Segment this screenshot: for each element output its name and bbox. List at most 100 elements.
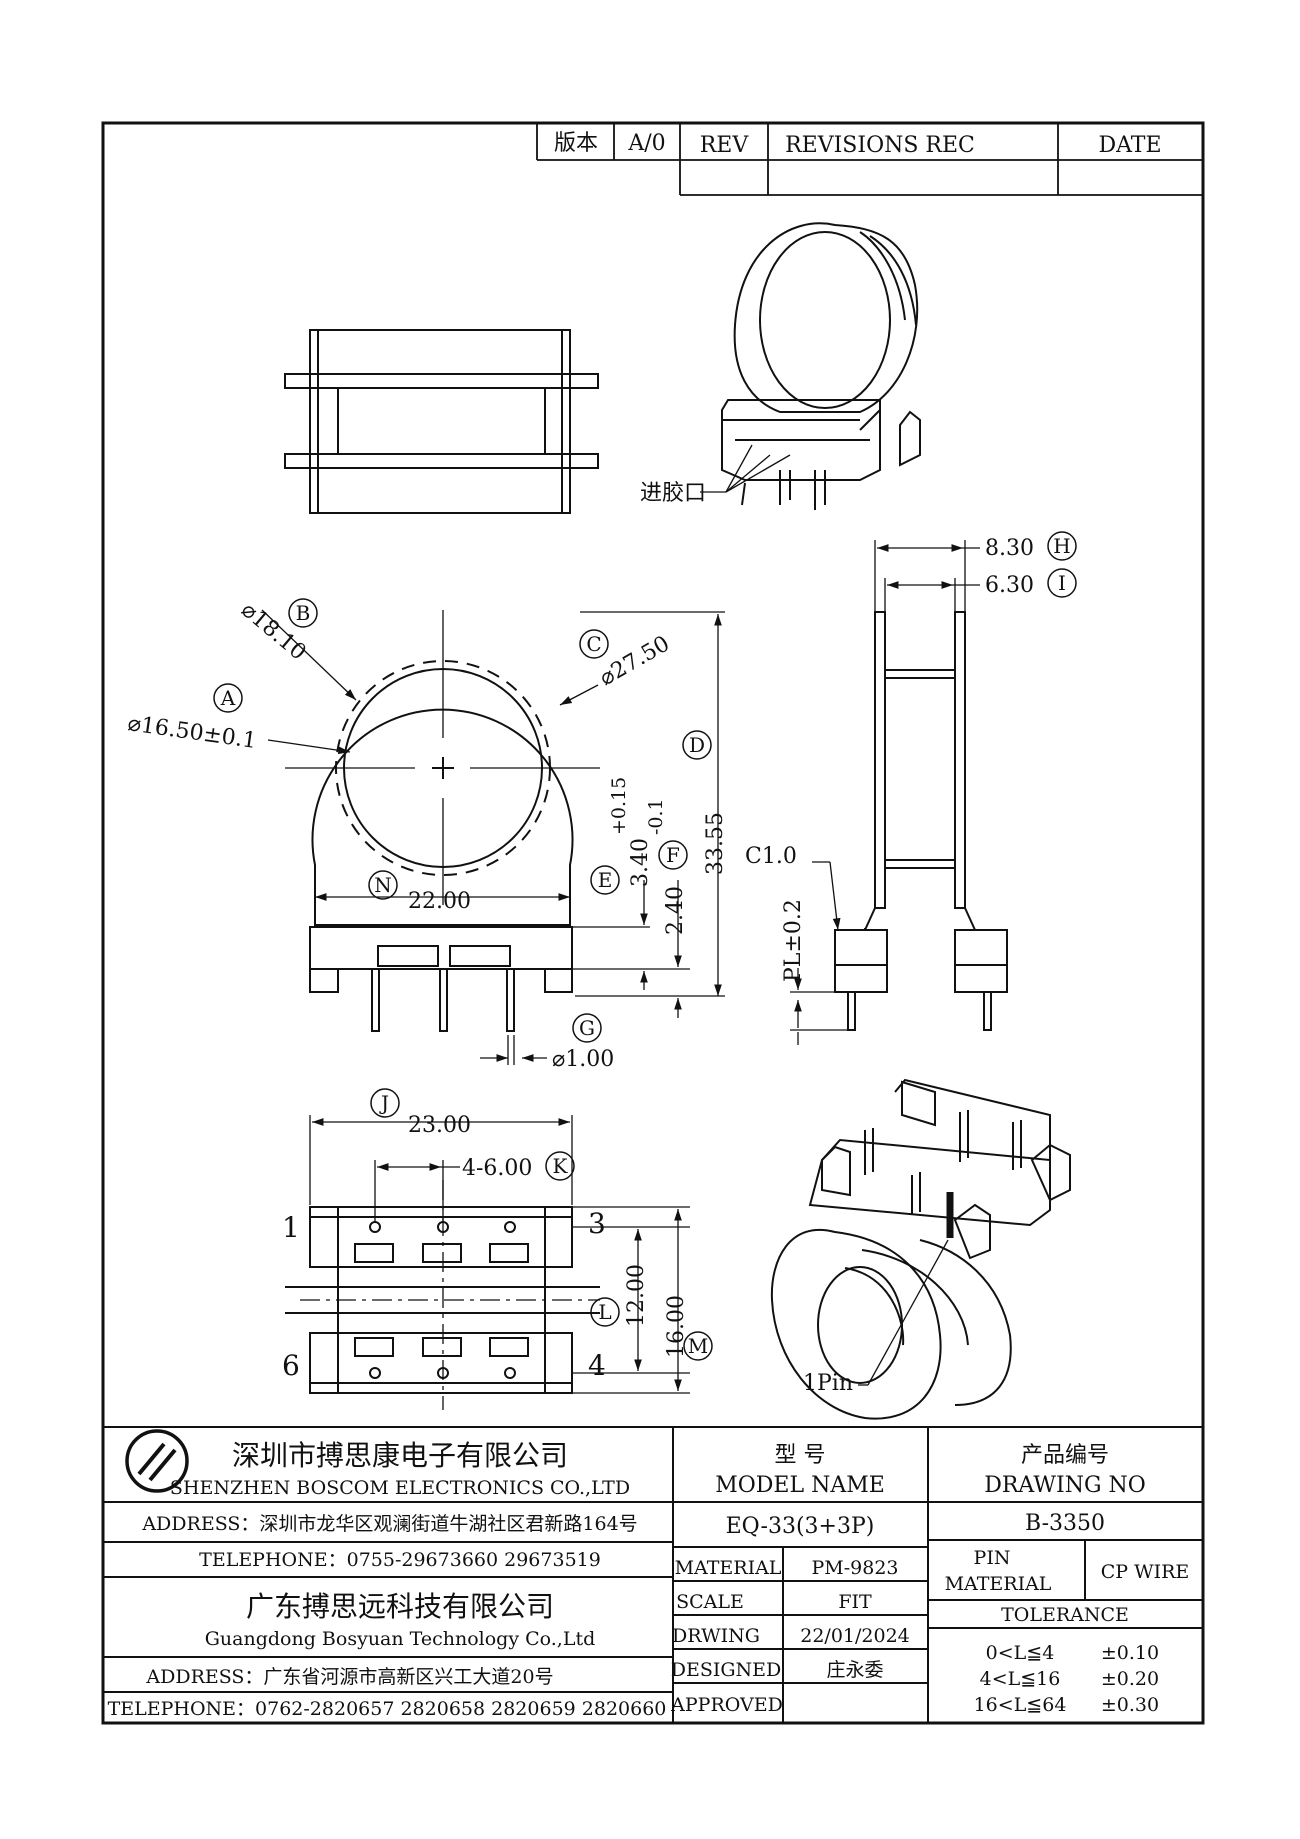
svg-text:A: A (220, 686, 236, 710)
company1-name-cn: 深圳市搏思康电子有限公司 (232, 1439, 568, 1472)
marker-i: I (1047, 568, 1077, 598)
tolerance-title: TOLERANCE (1001, 1604, 1129, 1626)
marker-f: F (658, 840, 688, 870)
spec-label-designed: DESIGNED (671, 1659, 782, 1681)
dim-h: 8.30 (985, 536, 1034, 561)
dim-j: 23.00 (408, 1113, 471, 1138)
company-logo (125, 1429, 189, 1493)
bottom-dimensions (300, 1115, 690, 1410)
dim-c1: C1.0 (745, 844, 797, 869)
marker-m: M (683, 1331, 713, 1361)
svg-text:B: B (296, 601, 311, 625)
revisions-label: REVISIONS REC (785, 133, 975, 158)
marker-j: J (370, 1088, 400, 1118)
dim-e-tol-minus: -0.1 (645, 798, 667, 835)
date-label: DATE (1098, 133, 1161, 158)
tolerance-value-1: ±0.10 (1101, 1642, 1159, 1664)
rev-label: REV (700, 133, 750, 158)
dim-d: 33.55 (703, 812, 728, 875)
version-value: A/0 (627, 131, 665, 156)
tolerance-value-3: ±0.30 (1101, 1694, 1159, 1716)
marker-c: C (579, 629, 609, 659)
company1-name-en: SHENZHEN BOSCOM ELECTRONICS CO.,LTD (170, 1477, 630, 1499)
side-view (834, 611, 1008, 1031)
marker-d: D (682, 730, 712, 760)
pin-material-value: CP WIRE (1101, 1561, 1190, 1583)
dim-m: 16.00 (664, 1295, 689, 1358)
front-view (309, 660, 574, 1032)
svg-text:L: L (598, 1300, 611, 1324)
dim-n: 22.00 (408, 889, 471, 914)
marker-g: G (572, 1013, 602, 1043)
marker-k: K (545, 1151, 575, 1181)
front-dimensions (261, 609, 725, 1065)
pin1-label: 1Pin (803, 1371, 853, 1396)
svg-text:D: D (689, 733, 705, 757)
spec-label-material: MATERIAL (675, 1557, 782, 1579)
marker-e: E (590, 865, 620, 895)
dim-e: 3.40 (628, 838, 653, 887)
svg-text:M: M (688, 1334, 708, 1358)
tolerance-range-3: 16<L≦64 (974, 1694, 1067, 1716)
svg-text:H: H (1053, 534, 1070, 558)
marker-n: N (368, 870, 398, 900)
spec-value-designed: 庄永委 (826, 1659, 883, 1681)
spec-value-drwing: 22/01/2024 (800, 1625, 910, 1647)
marker-a: A (213, 683, 243, 713)
top-view (284, 329, 599, 514)
company1-telephone: TELEPHONE：0755-29673660 29673519 (199, 1549, 601, 1571)
model-label-en: MODEL NAME (715, 1473, 885, 1498)
title-block-lines (103, 1426, 1203, 1723)
dim-e-tol-plus: +0.15 (608, 777, 630, 835)
dim-g: ⌀1.00 (552, 1047, 614, 1072)
dim-k: 4-6.00 (462, 1156, 532, 1181)
gate-leader (700, 444, 791, 493)
drawing-no-value: B-3350 (1025, 1511, 1105, 1536)
company1-address: ADDRESS：深圳市龙华区观澜街道牛湖社区君新路164号 (141, 1513, 637, 1535)
tolerance-range-1: 0<L≦4 (986, 1642, 1055, 1664)
dim-f: 2.40 (663, 886, 688, 935)
svg-text:G: G (579, 1016, 595, 1040)
pin-number-4: 4 (588, 1349, 606, 1382)
marker-b: B (288, 598, 318, 628)
company2-name-en: Guangdong Bosyuan Technology Co.,Ltd (205, 1628, 596, 1650)
dim-phi-a: ⌀16.50±0.1 (126, 711, 258, 754)
spec-value-material: PM-9823 (811, 1557, 898, 1579)
sheet-border (101, 121, 1205, 1725)
model-value: EQ-33(3+3P) (726, 1514, 875, 1539)
svg-text:F: F (666, 843, 680, 867)
spec-label-drwing: DRWING (672, 1625, 760, 1647)
iso-view-bottom (770, 1078, 1071, 1420)
dim-pl: PL±0.2 (781, 899, 806, 982)
company2-telephone: TELEPHONE：0762-2820657 2820658 2820659 2… (108, 1698, 667, 1720)
circled-markers: A B C D E F G HI J K L M N (213, 531, 1077, 1361)
spec-label-approved: APPROVED (670, 1694, 783, 1716)
revision-block (536, 123, 1203, 196)
company2-name-cn: 广东搏思远科技有限公司 (246, 1590, 554, 1623)
spec-label-scale: SCALE (676, 1591, 744, 1613)
svg-text:I: I (1058, 571, 1066, 595)
tolerance-value-2: ±0.20 (1101, 1668, 1159, 1690)
pin-number-3: 3 (588, 1207, 606, 1240)
svg-text:K: K (553, 1154, 569, 1178)
svg-text:J: J (379, 1091, 389, 1115)
tolerance-range-2: 4<L≦16 (980, 1668, 1061, 1690)
pin-number-6: 6 (282, 1349, 300, 1382)
version-label: 版本 (554, 131, 598, 156)
marker-h: H (1047, 531, 1077, 561)
dim-l: 12.00 (624, 1264, 649, 1327)
drawing-no-label-en: DRAWING NO (984, 1473, 1146, 1498)
pin-material-label-1: PIN (974, 1547, 1011, 1569)
front-centerlines (285, 610, 600, 905)
bottom-view (285, 1206, 600, 1394)
pin-number-1: 1 (282, 1211, 300, 1244)
model-label-cn: 型 号 (775, 1443, 826, 1468)
marker-l: L (590, 1297, 620, 1327)
company2-address: ADDRESS：广东省河源市高新区兴工大道20号 (145, 1666, 553, 1688)
dim-i: 6.30 (985, 573, 1034, 598)
svg-text:E: E (598, 868, 613, 892)
svg-text:C: C (586, 632, 601, 656)
pin1-leader (858, 1239, 949, 1386)
drawing-no-label-cn: 产品编号 (1021, 1443, 1109, 1468)
